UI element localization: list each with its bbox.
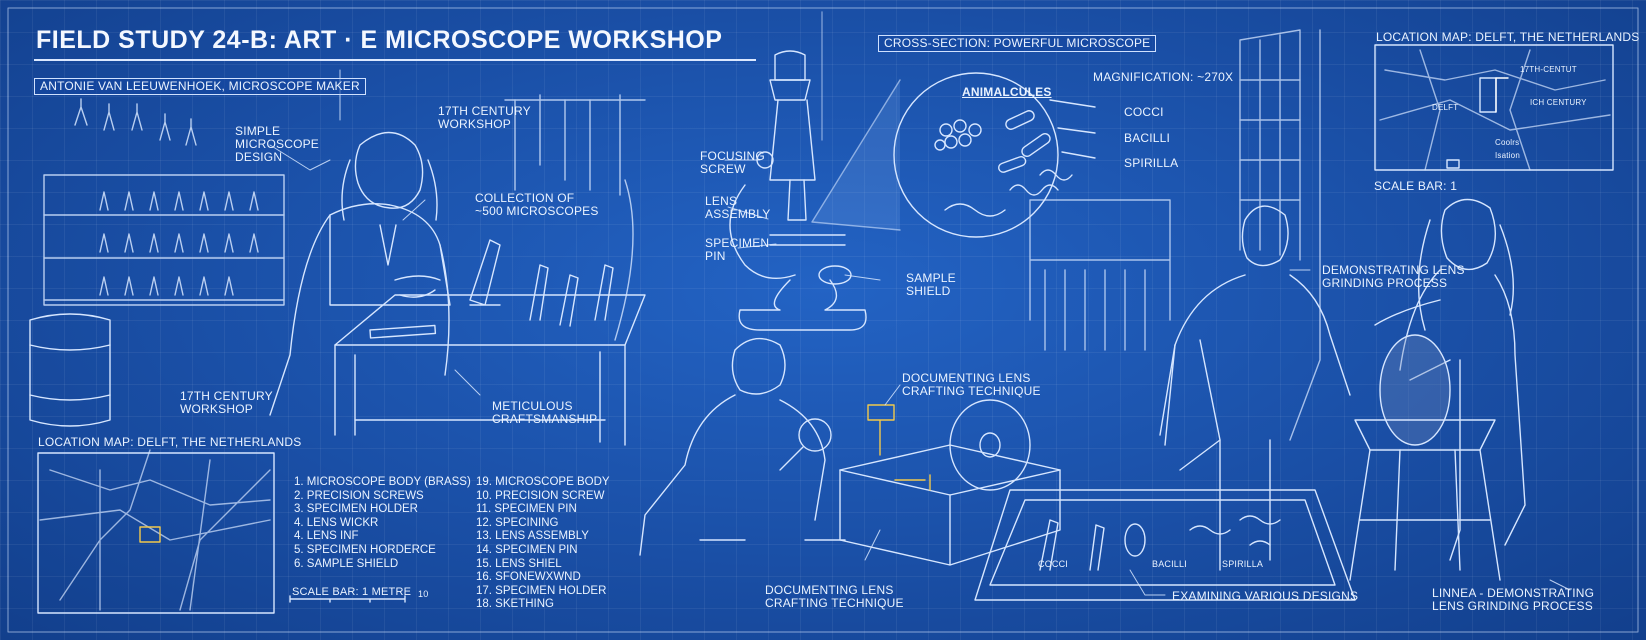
list-item: 4. LENS WICKR (294, 516, 379, 529)
label-simple-design: SIMPLE MICROSCOPE DESIGN (235, 124, 320, 164)
list-item: 11. SPECIMEN PIN (476, 503, 577, 516)
list-item: 19. MICROSCOPE BODY (476, 476, 610, 488)
label-demonstrating: DEMONSTRATING LENS GRINDING PROCESS (1322, 263, 1465, 290)
parts-list-a: 1. MICROSCOPE BODY (BRASS) 2. PRECISION … (294, 476, 471, 571)
barrel (29, 313, 111, 427)
list-item: 1. MICROSCOPE BODY (BRASS) (294, 476, 471, 488)
standing-student (1159, 205, 1351, 571)
list-item: 18. SKETHING (476, 598, 554, 611)
scale-bar-left: SCALE BAR: 1 METRE (292, 586, 412, 598)
label-focusing-screw: FOCUSING SCREW (700, 149, 765, 176)
map-left-title: LOCATION MAP: DELFT, THE NETHERLANDS (38, 435, 302, 449)
child-with-magnifier (639, 337, 846, 556)
map-label-ich: ICH CENTURY (1530, 98, 1587, 107)
map-right-title: LOCATION MAP: DELFT, THE NETHERLANDS (1376, 30, 1640, 44)
label-sample-shield: SAMPLE SHIELD (906, 271, 956, 298)
scale-bar-right: SCALE BAR: 1 (1374, 179, 1458, 193)
list-item: 17. SPECIMEN HOLDER (476, 584, 607, 597)
label-workshop-top: 17th CENTURY WORKSHOP (438, 104, 531, 131)
label-bacilli: BACILLI (1124, 131, 1171, 145)
scale-bar-left-end: 10 (418, 589, 429, 599)
list-item: 5. SPECIMEN HORDERCE (294, 543, 436, 556)
list-item: 4. LENS INF (294, 530, 359, 543)
microscope-shelf (43, 98, 285, 306)
linnea-figure (1374, 198, 1526, 561)
map-right (1374, 44, 1614, 171)
label-linnea: LINNEA - DEMONSTRATING LENS GRINDING PRO… (1432, 586, 1595, 613)
label-specimen-pin: SPECIMEN PIN (705, 236, 770, 263)
list-item: 14. SPECIMEN PIN (476, 543, 578, 556)
list-item: 16. SFONEWXWND (476, 571, 581, 584)
page-title: FIELD STUDY 24-B: ART · E MICROSCOPE WOR… (36, 26, 723, 54)
label-workshop-left: 17th CENTURY WORKSHOP (180, 389, 273, 416)
label-spirilla: SPIRILLA (1124, 156, 1179, 170)
tray-label-bacilli: BACILLI (1152, 559, 1187, 569)
label-documenting-top: DOCUMENTING LENS CRAFTING TECHNIQUE (902, 371, 1041, 398)
label-animalcules: ANIMALCULES (962, 85, 1052, 99)
label-examining: EXAMINING VARIOUS DESIGNS (1172, 589, 1359, 603)
map-label-delft: DELFT (1432, 103, 1459, 112)
map-label-17th: 17TH-CENTUT (1520, 65, 1577, 74)
tool-wall (504, 94, 646, 341)
map-label-coolrs: Coolrs Isation (1495, 138, 1520, 160)
label-cocci: COCCI (1124, 105, 1164, 119)
label-magnification: MAGNIFICATION: ~270x (1093, 70, 1234, 84)
workbench (334, 239, 646, 446)
list-item: 15. LENS SHIEL (476, 557, 562, 570)
list-item: 12. SPECINING (476, 516, 559, 529)
leeuwenhoek-figure (269, 131, 451, 416)
map-left (37, 449, 275, 614)
design-tray (974, 489, 1356, 601)
label-lens-assembly: LENS ASSEMBLY (705, 194, 771, 221)
tray-label-cocci: COCCI (1038, 559, 1068, 569)
grinding-apparatus (839, 399, 1061, 566)
parts-list-b: 19. MICROSCOPE BODY 10. PRECISION SCREW … (476, 476, 610, 612)
label-cross-section: CROSS-SECTION: POWERFUL MICROSCOPE (878, 35, 1157, 52)
list-item: 2. PRECISION SCREWS (294, 489, 424, 502)
label-collection: COLLECTION OF ~500 MICROSCOPES (475, 191, 599, 218)
label-maker: ANTONIE VAN LEEUWENHOEK, MICROSCOPE MAKE… (34, 78, 366, 95)
list-item: 3. SPECIMEN HOLDER (294, 503, 418, 516)
title-underline (34, 59, 756, 61)
window-and-loom (1029, 29, 1321, 441)
grindstone (1349, 334, 1501, 581)
list-item: 13. LENS ASSEMBLY (476, 530, 589, 543)
cross-section-microscope (729, 50, 901, 331)
list-item: 6. SAMPLE SHIELD (294, 557, 399, 570)
label-craftsmanship: METICULOUS CRAFTSMANSHIP (492, 399, 598, 426)
tray-label-spirilla: SPIRILLA (1222, 559, 1264, 569)
list-item: 10. PRECISION SCREW (476, 489, 605, 502)
magnification-circle (893, 72, 1096, 238)
label-documenting-bottom: DOCUMENTING LENS CRAFTING TECHNIQUE (765, 583, 904, 610)
